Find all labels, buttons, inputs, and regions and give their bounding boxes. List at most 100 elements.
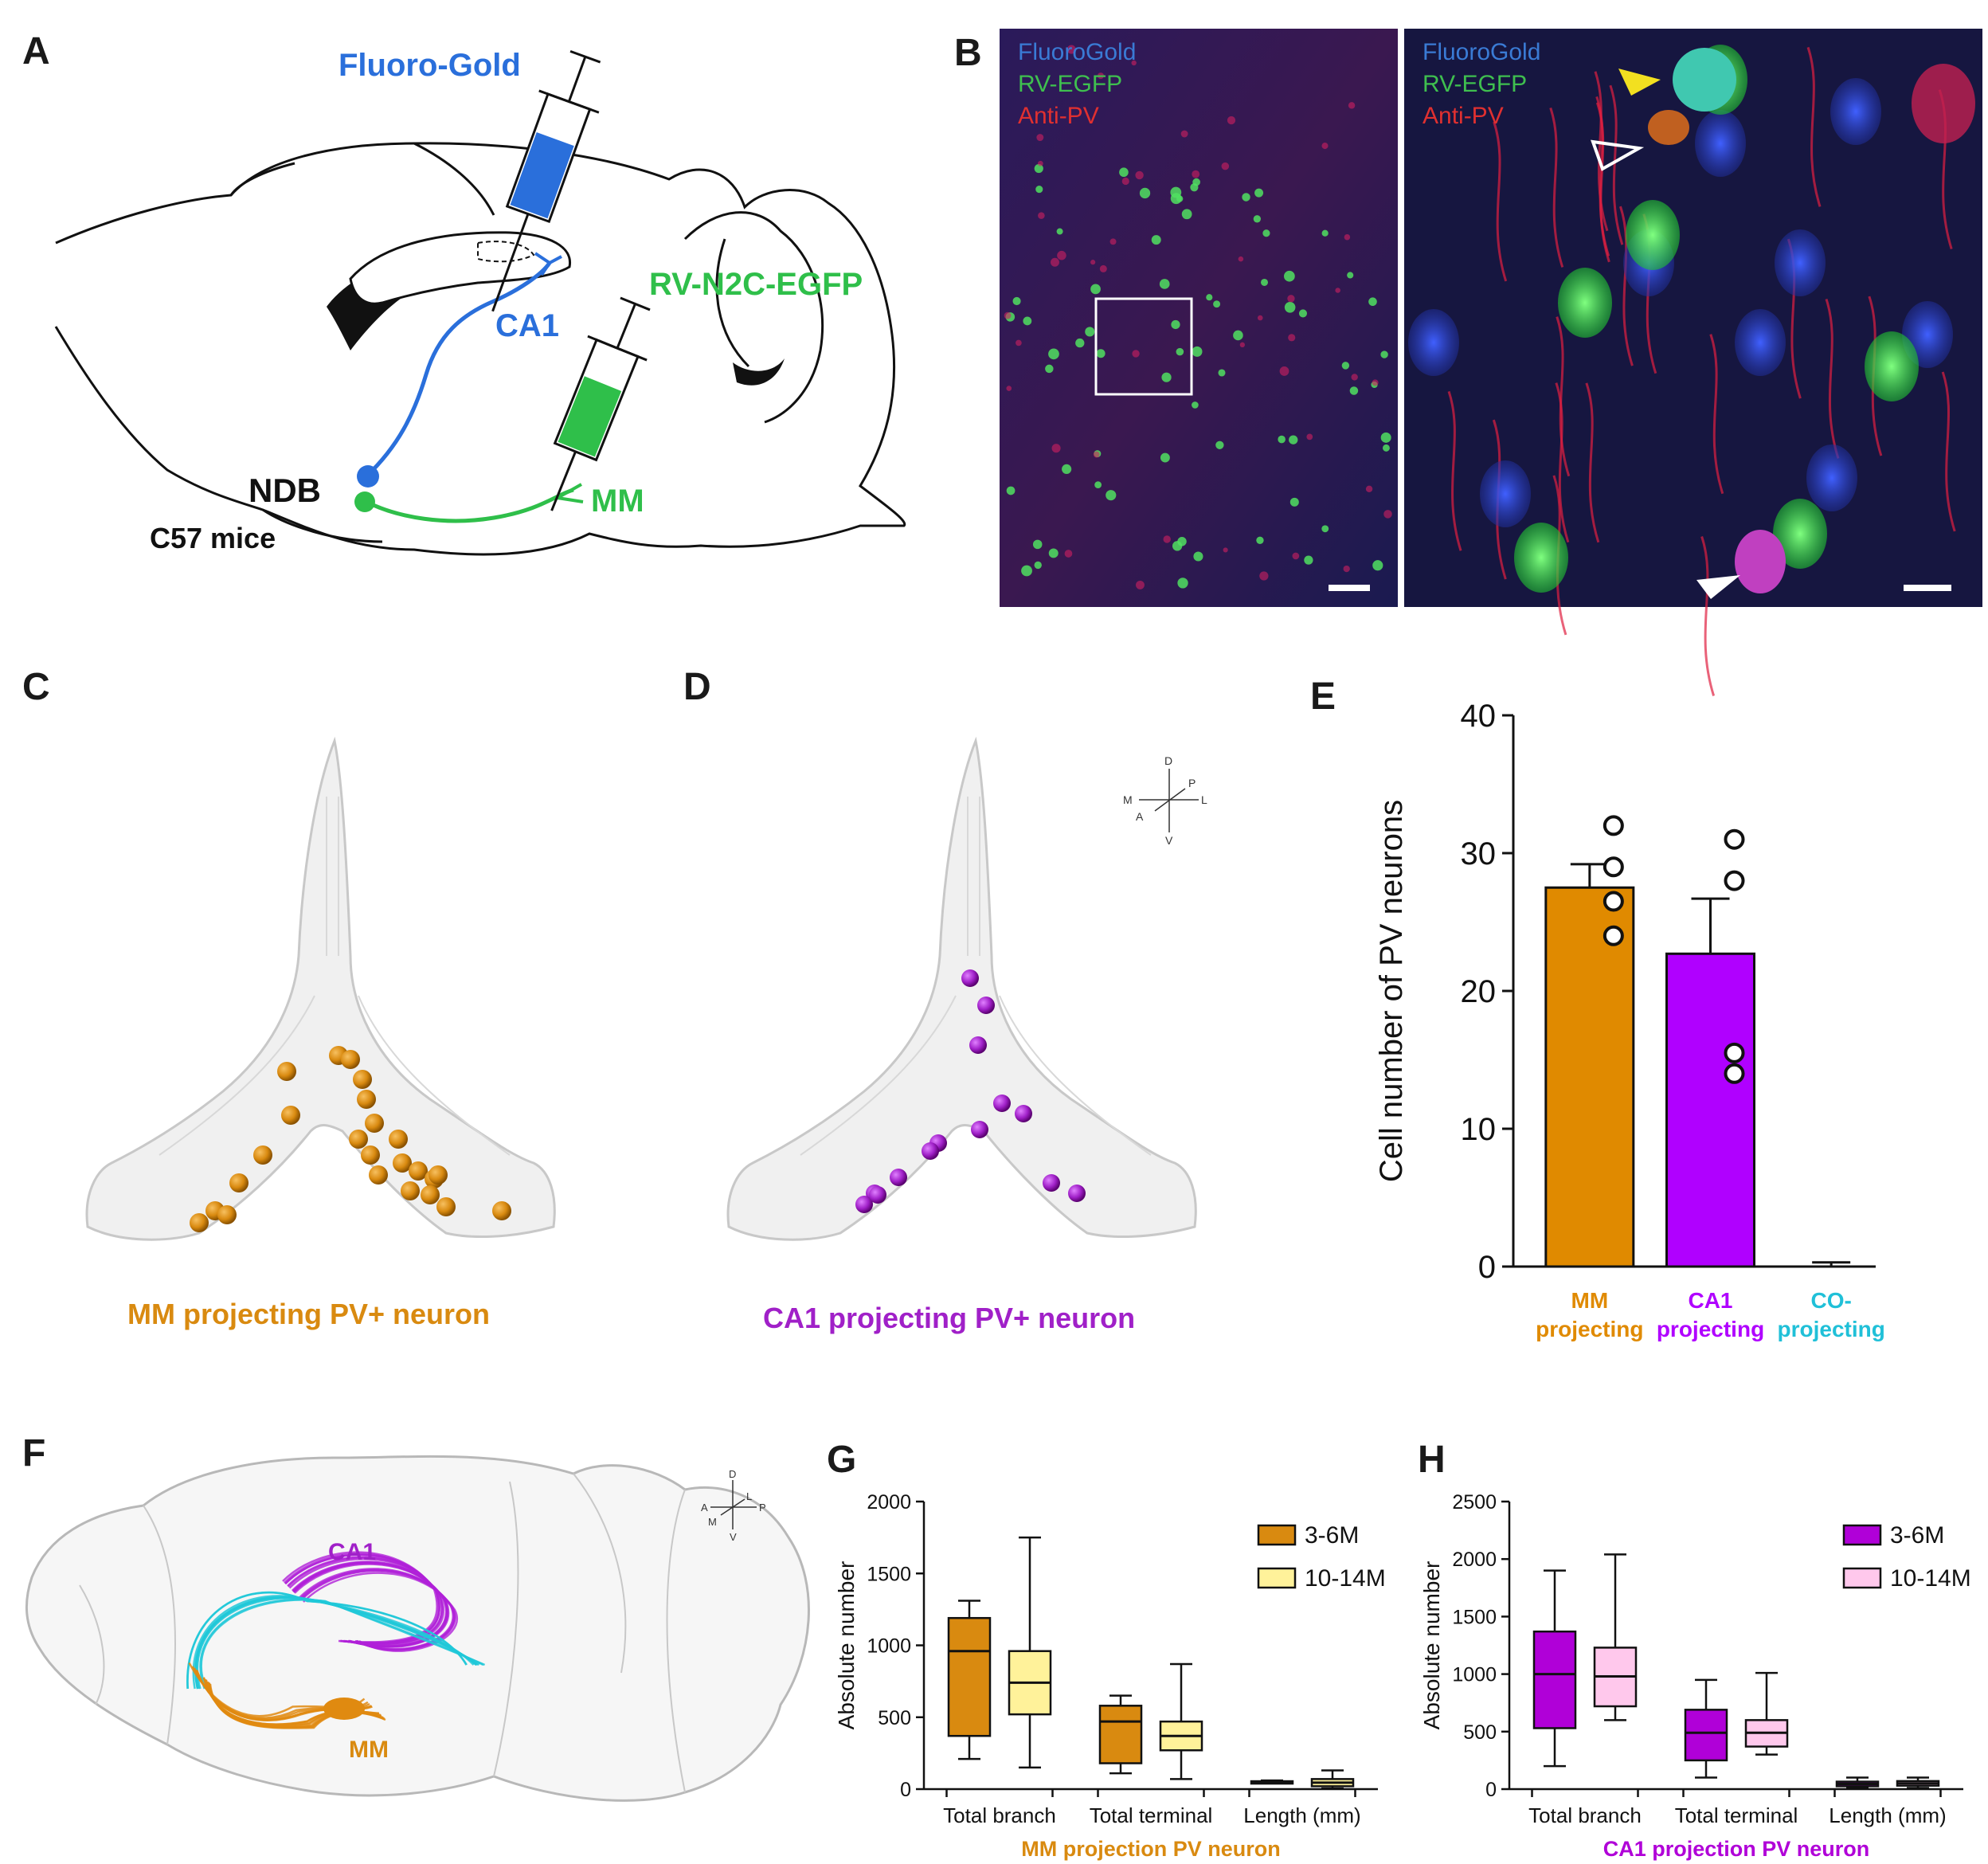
overview-green-cell	[1254, 188, 1264, 198]
overview-green-cell	[1304, 555, 1313, 565]
overview-green-cell	[1242, 193, 1250, 202]
h-category-label: Total branch	[1528, 1803, 1642, 1827]
g-y-tick-label: 0	[900, 1779, 911, 1801]
overview-green-cell	[1372, 560, 1383, 571]
overview-green-cell	[1380, 432, 1391, 443]
mm-neuron-marker	[492, 1201, 511, 1220]
legend-antipv-overview: Anti-PV	[1018, 103, 1099, 129]
g-category-label: Total branch	[943, 1803, 1056, 1827]
overview-green-cell	[1085, 327, 1095, 337]
overview-red-cell	[1259, 571, 1269, 581]
overview-green-cell	[1035, 186, 1043, 194]
ca1-fiber-label: CA1	[328, 1539, 376, 1565]
legend-fluorogold-zoom: FluoroGold	[1423, 39, 1540, 65]
overview-green-cell	[1256, 536, 1264, 544]
overview-green-cell	[1034, 561, 1042, 570]
overview-red-cell	[1306, 433, 1313, 441]
g-box	[1098, 1705, 1143, 1764]
mesh-lines-c	[158, 797, 511, 1156]
zoom-green-cell	[1626, 200, 1680, 270]
e-bar	[1665, 952, 1755, 1268]
overview-red-cell	[1131, 60, 1137, 66]
zoom-fiber	[1493, 121, 1508, 282]
e-y-tick-label: 40	[1461, 699, 1497, 734]
zoom-fiber	[1941, 371, 1956, 532]
g-legend-label: 10-14M	[1305, 1565, 1386, 1592]
panel-b-micrographs: FluoroGold RV-EGFP Anti-PV FluoroGold RV…	[1000, 29, 1982, 696]
zoom-magenta-cell	[1735, 530, 1786, 593]
mm-neuron-marker	[436, 1197, 456, 1216]
g-y-tick-label: 500	[878, 1707, 911, 1729]
mm-fiber-cluster	[323, 1698, 365, 1720]
overview-red-cell	[1383, 510, 1392, 519]
h-y-tick-label: 0	[1485, 1779, 1497, 1801]
overview-green-cell	[1218, 369, 1226, 377]
zoom-blue-cell	[1806, 444, 1857, 511]
zoom-fiber	[1609, 84, 1624, 245]
g-y-axis-label: Absolute number	[834, 1561, 859, 1730]
zoom-fiber	[1595, 96, 1610, 256]
zoom-green-cell	[1865, 331, 1919, 401]
overview-red-cell	[1257, 315, 1263, 321]
mm-neuron-marker	[341, 1050, 360, 1069]
bottom-outline	[262, 508, 383, 543]
cerebellum-outline	[683, 211, 824, 424]
brain-render-contours	[79, 1473, 686, 1793]
ca1-neuron-marker	[977, 997, 995, 1014]
overview-red-cell	[1287, 295, 1295, 303]
overview-green-cell	[1048, 548, 1059, 558]
zoom-cells	[1408, 45, 1975, 696]
roi-box	[1094, 297, 1193, 396]
mm-neuron-marker	[393, 1153, 412, 1173]
zoom-blue-cell	[1408, 309, 1459, 376]
overview-green-cell	[1289, 435, 1298, 444]
e-data-point	[1724, 1063, 1745, 1084]
overview-red-cell	[1064, 550, 1073, 558]
mesh-lines-d	[800, 797, 1152, 1156]
e-category-label: MM	[1571, 1288, 1609, 1313]
h-category-label: Total terminal	[1675, 1803, 1798, 1827]
zoom-blue-cell	[1695, 110, 1746, 177]
zoom-green-cell	[1558, 268, 1612, 338]
compass-f-m: M	[708, 1516, 717, 1528]
panel-label-d: D	[683, 666, 711, 708]
overview-green-cell	[1023, 316, 1032, 326]
ca1-neuron-marker	[869, 1186, 886, 1204]
overview-red-cell	[1279, 366, 1289, 376]
overview-red-cell	[1006, 386, 1012, 391]
e-y-tick-label: 20	[1461, 974, 1497, 1009]
e-bar	[1544, 886, 1635, 1268]
overview-green-cell	[1094, 481, 1102, 489]
overview-red-cell	[1099, 264, 1107, 272]
overview-green-cell	[1056, 228, 1063, 235]
e-data-point	[1603, 815, 1624, 836]
g-box	[947, 1616, 992, 1737]
overview-green-cell	[1215, 441, 1224, 449]
overview-green-cell	[1096, 349, 1106, 358]
mm-neuron-marker	[361, 1145, 380, 1165]
e-y-tick-label: 0	[1478, 1250, 1496, 1285]
compass-f	[710, 1480, 757, 1529]
zoom-fiber	[1549, 107, 1564, 268]
overview-green-cell	[1106, 490, 1117, 501]
mm-neuron-marker	[281, 1106, 300, 1125]
overview-red-cell	[1335, 288, 1340, 293]
overview-red-cell	[1180, 130, 1188, 138]
overview-red-cell	[1223, 547, 1228, 553]
overview-green-cell	[1176, 347, 1184, 356]
compass-f-d: D	[729, 1468, 736, 1480]
e-y-tick-label: 10	[1461, 1112, 1497, 1147]
ndb-green-soma	[354, 491, 375, 512]
brain-render-outline	[25, 1455, 810, 1802]
mm-neuron-marker	[357, 1090, 376, 1109]
zoom-fiber	[1585, 382, 1600, 543]
overview-red-cell	[1343, 565, 1350, 573]
overview-red-cell	[1132, 350, 1140, 358]
hippocampus	[349, 231, 572, 305]
zoom-orange-cell	[1648, 110, 1689, 145]
g-y-tick-label: 2000	[867, 1491, 911, 1514]
overview-green-cell	[1159, 279, 1170, 289]
panel-c-distribution: MM projecting PV+ neuron	[85, 736, 556, 1330]
compass-d-l: L	[1201, 793, 1207, 806]
